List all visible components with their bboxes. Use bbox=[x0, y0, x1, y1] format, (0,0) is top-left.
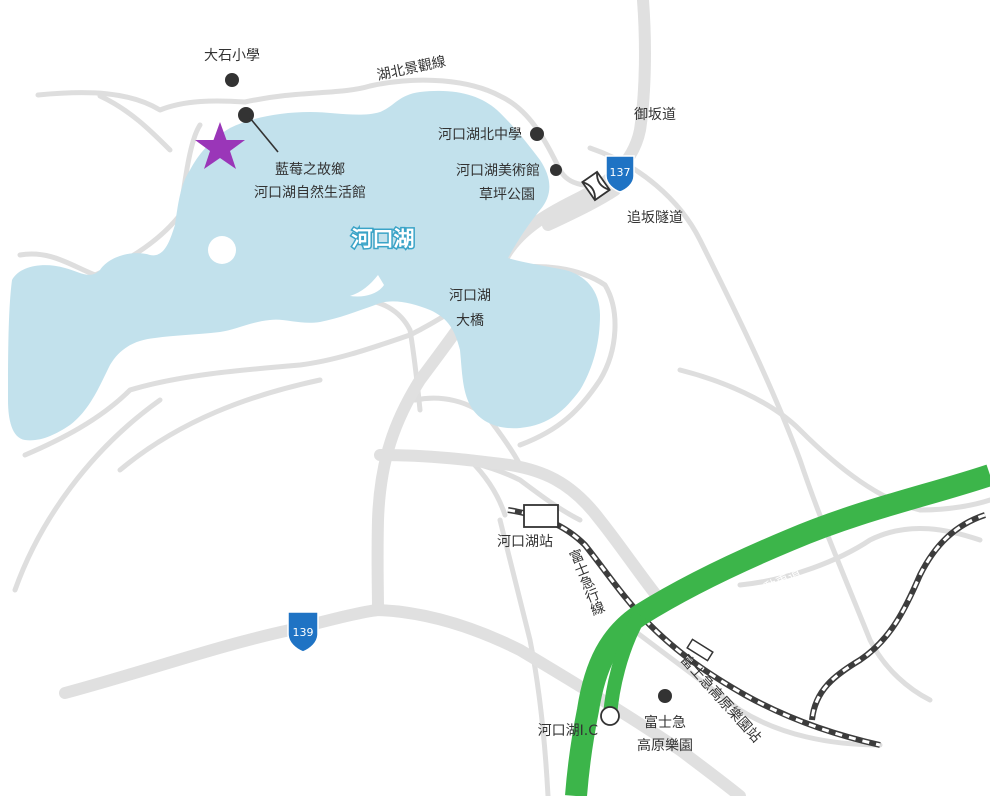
highland-station-icon bbox=[686, 638, 714, 662]
label-north-jhs: 河口湖北中學 bbox=[438, 127, 522, 143]
label-highland-1: 富士急 bbox=[644, 714, 686, 731]
poi-dot-icon bbox=[550, 164, 562, 176]
tunnel-icon bbox=[581, 170, 611, 202]
interchange-icon bbox=[600, 706, 620, 726]
road-southwest bbox=[12, 397, 163, 593]
road-east-far bbox=[917, 497, 990, 513]
label-school-ohishi: 大石小學 bbox=[204, 48, 260, 64]
label-highland-2: 高原樂園 bbox=[637, 737, 693, 754]
label-interchange: 河口湖I.C bbox=[538, 723, 599, 739]
label-grass-park: 草坪公園 bbox=[479, 187, 535, 203]
lake-peninsula bbox=[350, 275, 384, 297]
label-station: 河口湖站 bbox=[497, 534, 553, 550]
strawberry-leader-line bbox=[249, 117, 279, 153]
station-icon bbox=[523, 504, 559, 528]
chuo-expressway bbox=[565, 464, 990, 796]
star-icon bbox=[195, 122, 245, 169]
route-shield-icon: 139 bbox=[287, 611, 319, 653]
lake-kawaguchi bbox=[8, 90, 600, 441]
label-bridge-1: 河口湖 bbox=[449, 288, 491, 304]
label-misakamichi: 御坂道 bbox=[634, 107, 676, 123]
road-lake-east-loop bbox=[497, 264, 618, 448]
poi-dots bbox=[225, 73, 672, 703]
lake-island bbox=[208, 236, 236, 264]
road-northwest bbox=[97, 93, 173, 153]
route-shield-icon: 137 bbox=[605, 155, 635, 193]
east-rail-dash bbox=[810, 513, 986, 721]
road-south-lakeshore bbox=[22, 282, 493, 458]
road-highland-east bbox=[617, 617, 883, 748]
label-strawberry-2: 河口湖自然生活館 bbox=[254, 184, 366, 201]
poi-dot-icon bbox=[225, 73, 239, 87]
fujikyu-railway bbox=[507, 507, 881, 748]
label-strawberry-1: 藍莓之故鄉 bbox=[275, 162, 345, 178]
route-137-number: 137 bbox=[610, 166, 631, 179]
label-bridge-2: 大橋 bbox=[456, 313, 484, 329]
label-lake: 河口湖 bbox=[352, 227, 415, 251]
poi-dot-icon bbox=[530, 127, 544, 141]
east-railway bbox=[809, 512, 986, 721]
label-tunnel: 追坂隧道 bbox=[627, 210, 683, 226]
road-east-south bbox=[737, 526, 983, 588]
road-station-south bbox=[497, 517, 551, 796]
road-east-138 bbox=[542, 184, 621, 231]
road-to-station bbox=[374, 449, 666, 606]
road-south-mid bbox=[117, 377, 323, 473]
label-museum: 河口湖美術館 bbox=[456, 162, 540, 179]
poi-dot-icon bbox=[658, 689, 672, 703]
fujikyu-rail-dash bbox=[507, 508, 881, 747]
route-139-number: 139 bbox=[293, 626, 314, 639]
route-139-road bbox=[59, 604, 746, 796]
road-north-lakeshore bbox=[35, 77, 613, 188]
road-west-lakeshore bbox=[17, 122, 203, 278]
